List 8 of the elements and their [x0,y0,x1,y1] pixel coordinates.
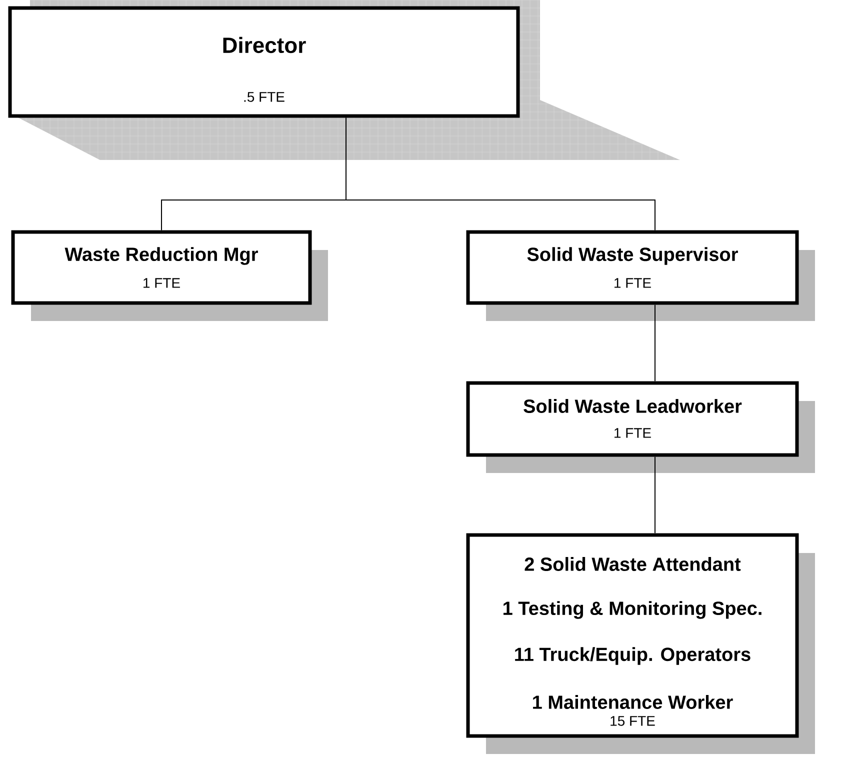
org-box: 2 Solid Waste Attendant 1 Testing & Monitoring Spec. 11 Truck/Equip. Operators 1 Maintenance Worker 15 FTE [466,533,815,754]
connector-line [654,456,656,534]
connector-line [654,304,656,382]
org-box: Solid Waste Supervisor 1 FTE [466,230,815,321]
connector-line [346,117,656,231]
org-box: Solid Waste Leadworker 1 FTE [466,381,815,473]
org-box: Waste Reduction Mgr 1 FTE [11,230,328,321]
org-box: Director .5 FTE [8,6,520,118]
